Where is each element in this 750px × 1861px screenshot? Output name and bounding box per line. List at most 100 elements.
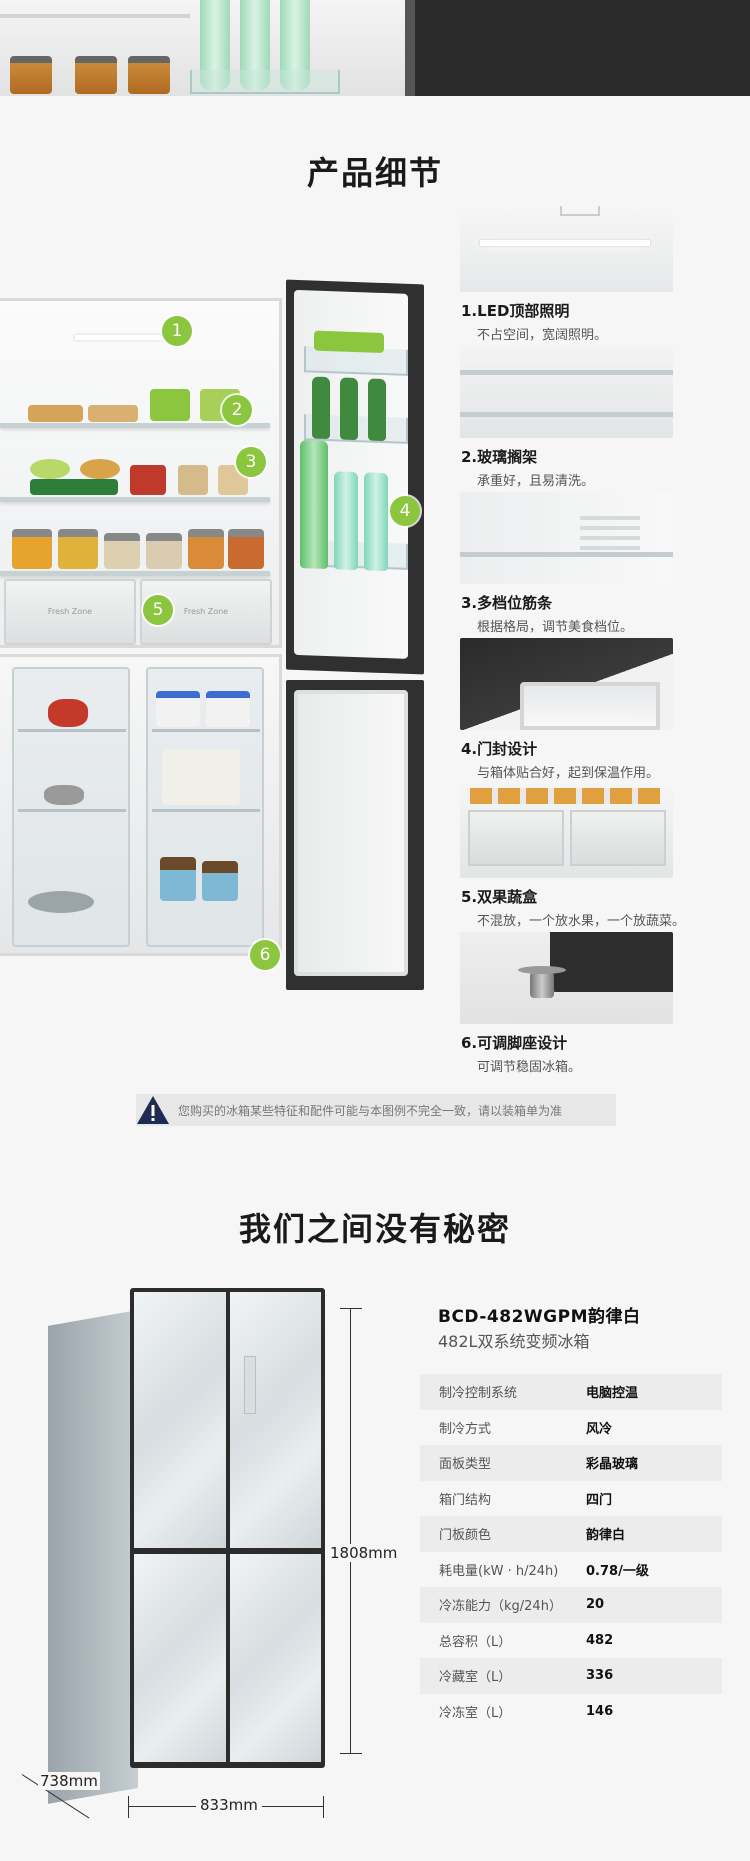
- spec-row: 耗电量(kW · h/24h) 0.78/一级: [420, 1552, 722, 1588]
- drawer-right: [570, 810, 666, 866]
- spec-row: 制冷方式风冷: [420, 1410, 722, 1446]
- dimension-tick: [323, 1796, 324, 1818]
- food-item: [48, 699, 88, 727]
- door-panel-lower-left: [134, 1554, 226, 1762]
- spec-row: 冷冻能力（kg/24h） 20: [420, 1587, 722, 1623]
- water-bottle: [364, 472, 388, 572]
- section-title-no-secrets: 我们之间没有秘密: [238, 1210, 511, 1248]
- spec-label: 耗电量(kW · h/24h): [439, 1563, 559, 1579]
- spec-row: 总容积（L）482: [420, 1623, 722, 1659]
- feature-photo: [460, 786, 673, 878]
- door-gasket: [520, 682, 660, 730]
- freezer-shelf: [152, 729, 260, 732]
- glass-shelf: [0, 423, 270, 428]
- fridge-front: [130, 1288, 325, 1768]
- bottle: [280, 0, 310, 90]
- food-item: [30, 479, 118, 495]
- callout-1: 1: [162, 316, 192, 346]
- dimension-tick: [340, 1308, 362, 1309]
- freezer-shelf: [18, 729, 126, 732]
- callout-3: 3: [236, 447, 266, 477]
- fish: [28, 891, 94, 913]
- model-subtitle: 482L双系统变频冰箱: [438, 1332, 590, 1351]
- jar: [12, 529, 52, 569]
- shelf-line: [0, 14, 190, 18]
- food-item: [88, 405, 138, 422]
- dimension-tick: [128, 1796, 129, 1818]
- bottle: [312, 376, 330, 440]
- spec-label: 门板颜色: [439, 1528, 492, 1544]
- food-item: [178, 465, 208, 495]
- feature-title: 6.可调脚座设计: [461, 1034, 568, 1052]
- depth-dimension: 738mm: [38, 1772, 100, 1790]
- callout-5: 5: [143, 595, 173, 625]
- glass-shelf: [0, 571, 270, 576]
- fridge-closed-illustration: [30, 1288, 330, 1804]
- width-dimension: 833mm: [196, 1796, 262, 1814]
- food-item: [150, 389, 190, 421]
- shelf-edge: [460, 552, 673, 557]
- spec-label: 面板类型: [439, 1457, 492, 1473]
- feature-photo: [460, 346, 673, 438]
- spec-value: 146: [586, 1703, 614, 1719]
- fridge-interior-photo: [0, 0, 410, 96]
- fridge-cabinet: Fresh Zone Fresh Zone: [0, 298, 282, 1246]
- feature-title: 5.双果蔬盒: [461, 888, 538, 906]
- foot-pad: [518, 966, 566, 974]
- control-panel: [244, 1356, 256, 1414]
- door-panel-upper-left: [134, 1292, 226, 1548]
- freezer-column-left: [12, 667, 130, 947]
- water-bottle: [300, 440, 328, 570]
- spec-label: 冷藏室（L）: [439, 1670, 512, 1686]
- bottle: [340, 377, 358, 441]
- spec-row: 冷冻室（L）146: [420, 1694, 722, 1730]
- led-light: [75, 335, 175, 340]
- feature-desc: 不混放，一个放水果，一个放蔬菜。: [477, 914, 686, 929]
- fridge-upper-compartment: Fresh Zone Fresh Zone: [0, 298, 282, 648]
- freezer-shelf: [18, 809, 126, 812]
- fridge-side-panel: [48, 1310, 138, 1804]
- rail-ribs: [580, 516, 640, 520]
- spec-label: 箱门结构: [439, 1492, 492, 1508]
- callout-6: 6: [250, 940, 280, 970]
- spec-value: 20: [586, 1597, 605, 1613]
- fridge-door-lower: [286, 680, 424, 990]
- disclaimer-text: 您购买的冰箱某些特征和配件可能与本图例不完全一致，请以装箱单为准: [178, 1103, 563, 1118]
- feature-photo: [460, 200, 673, 292]
- spec-label: 总容积（L）: [439, 1634, 512, 1650]
- spec-row: 冷藏室（L）336: [420, 1658, 722, 1694]
- shelf-edge: [460, 412, 673, 417]
- feature-shelf-rails: 3.多档位筋条 根据格局，调节美食档位。: [460, 492, 750, 635]
- jar: [75, 56, 117, 94]
- bottle: [240, 0, 270, 90]
- feature-desc: 可调节稳固冰箱。: [477, 1060, 582, 1075]
- spec-value: 彩晶玻璃: [586, 1457, 639, 1473]
- feature-photo: [460, 932, 673, 1024]
- jar: [188, 529, 224, 569]
- callout-2: 2: [222, 395, 252, 425]
- food-pack: [314, 330, 384, 354]
- feature-door-seal: 4.门封设计 与箱体贴合好，起到保温作用。: [460, 638, 750, 781]
- spec-label: 制冷方式: [439, 1421, 492, 1437]
- food-item: [130, 465, 166, 495]
- feature-title: 3.多档位筋条: [461, 594, 553, 612]
- feature-desc: 不占空间，宽阔照明。: [477, 328, 608, 343]
- spec-value: 四门: [586, 1492, 613, 1508]
- ice-cream-tub: [160, 857, 196, 901]
- spec-value: 0.78/一级: [586, 1563, 649, 1579]
- ice-cream-tub: [202, 861, 238, 901]
- feature-title: 1.LED顶部照明: [461, 302, 570, 320]
- feature-desc: 承重好，且易清洗。: [477, 474, 595, 489]
- jar: [58, 529, 98, 569]
- jar: [10, 56, 52, 94]
- door-liner: [294, 289, 408, 659]
- feature-title: 2.玻璃搁架: [461, 448, 538, 466]
- freezer-shelf: [152, 809, 260, 812]
- height-dimension-line: [350, 1308, 351, 1753]
- feature-desc: 根据格局，调节美食档位。: [477, 620, 634, 635]
- feature-adjustable-feet: 6.可调脚座设计 可调节稳固冰箱。: [460, 932, 750, 1075]
- spec-label: 冷冻能力（kg/24h）: [439, 1599, 562, 1615]
- bottle: [368, 378, 386, 442]
- food-pack: [162, 749, 240, 805]
- feature-photo: [460, 492, 673, 584]
